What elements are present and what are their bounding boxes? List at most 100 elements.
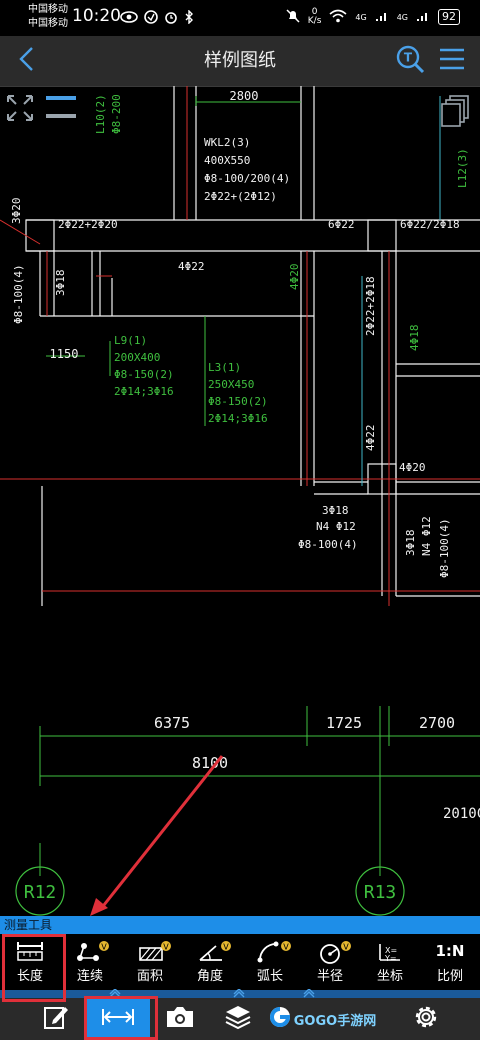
dim-1150: 1150 bbox=[50, 347, 79, 361]
layers-button[interactable] bbox=[214, 998, 262, 1040]
layer-toggle-icon[interactable] bbox=[46, 96, 76, 118]
edit-button[interactable] bbox=[32, 998, 80, 1040]
rebar-r9: 4Φ20 bbox=[399, 461, 426, 474]
clock: 10:20 bbox=[72, 6, 121, 26]
chevron-up-icon[interactable] bbox=[108, 984, 122, 1003]
tool-radius-label: 半径 bbox=[316, 969, 343, 984]
gear-icon bbox=[412, 1003, 440, 1035]
battery: 92 bbox=[438, 9, 460, 25]
layouts-icon[interactable] bbox=[441, 95, 469, 127]
rebar-r3: 6Φ22/2Φ18 bbox=[400, 218, 460, 231]
rebar-r15: L12(3) bbox=[456, 148, 469, 188]
svg-text:V: V bbox=[223, 943, 229, 952]
signal-2: 4G bbox=[396, 12, 408, 22]
camera-button[interactable] bbox=[156, 998, 204, 1040]
dim-2700: 2700 bbox=[419, 714, 455, 732]
tool-arc-length-label: 弧长 bbox=[256, 969, 283, 984]
tool-angle[interactable]: V 角度 bbox=[182, 934, 238, 990]
rebar-r2: 6Φ22 bbox=[328, 218, 355, 231]
edit-pencil-icon bbox=[43, 1004, 69, 1034]
axis-r12: R12 bbox=[24, 882, 57, 903]
svg-text:V: V bbox=[283, 943, 289, 952]
col-a-stirrup: Φ8-100(4) bbox=[298, 538, 358, 551]
tool-continuous[interactable]: V 连续 bbox=[62, 934, 118, 990]
dim-2010c: 2010C bbox=[443, 806, 480, 822]
measure-button[interactable] bbox=[86, 998, 150, 1040]
highlight-measure-button bbox=[84, 996, 158, 1040]
carrier-2: 中国移动 bbox=[28, 18, 68, 29]
scale-icon: 1:N bbox=[435, 942, 465, 960]
svg-text:X=: X= bbox=[385, 946, 397, 955]
bottom-toolbar: GOGO手游网 bbox=[0, 998, 480, 1040]
svg-text:V: V bbox=[163, 943, 169, 952]
rebar-r11: 3Φ20 bbox=[10, 198, 23, 225]
col-b-n4: N4 Φ12 bbox=[420, 516, 433, 556]
measure-toolbar: 长度 V 连续 V 面积 V 角度 V 弧长 V 半径 X=Y= 坐标 1:N … bbox=[0, 934, 480, 990]
pointer-arrow bbox=[90, 755, 224, 916]
settings-button[interactable] bbox=[402, 998, 450, 1040]
l9-bars: 2Φ14;3Φ16 bbox=[114, 385, 174, 398]
text-search-button[interactable]: T bbox=[392, 36, 428, 86]
status-bar: 中国移动 中国移动 10:20 0 K/s 4G 4G 92 bbox=[0, 0, 480, 36]
rebar-r14: Φ8-200 bbox=[110, 94, 123, 134]
tool-angle-label: 角度 bbox=[196, 969, 223, 984]
app-header: 样例图纸 T bbox=[0, 36, 480, 87]
tool-arc-length[interactable]: V 弧长 bbox=[242, 934, 298, 990]
chevron-up-icon[interactable] bbox=[302, 984, 316, 1003]
tool-coordinate[interactable]: X=Y= 坐标 bbox=[362, 934, 418, 990]
chevron-up-icon[interactable] bbox=[232, 984, 246, 1003]
signal-bars-2-icon bbox=[416, 10, 430, 25]
tool-area[interactable]: V 面积 bbox=[122, 934, 178, 990]
measure-length-icon bbox=[101, 1007, 135, 1031]
wkl2-size: 400X550 bbox=[204, 154, 250, 167]
tool-coordinate-label: 坐标 bbox=[376, 969, 403, 984]
tool-area-label: 面积 bbox=[136, 969, 163, 984]
menu-button[interactable] bbox=[432, 36, 472, 86]
app-notification-icon bbox=[144, 9, 158, 28]
rebar-r4: 4Φ22 bbox=[178, 260, 205, 273]
drawing-canvas[interactable]: 2800 1150 6375 1725 2700 8100 2010C WKL2… bbox=[0, 86, 480, 916]
measure-tools-header: 测量工具 bbox=[0, 916, 480, 934]
page-title: 样例图纸 bbox=[204, 50, 276, 71]
bluetooth-icon bbox=[184, 9, 194, 28]
bottom-strip bbox=[0, 988, 480, 998]
svg-text:Y=: Y= bbox=[384, 954, 397, 963]
tool-length[interactable]: 长度 bbox=[2, 934, 58, 990]
signal-bars-1-icon bbox=[375, 10, 389, 25]
tool-continuous-label: 连续 bbox=[76, 969, 103, 984]
l3-stirrup: Φ8-150(2) bbox=[208, 395, 268, 408]
rebar-r13: L10(2) bbox=[94, 94, 107, 134]
rebar-r1: 2Φ22+2Φ20 bbox=[58, 218, 118, 231]
rebar-r10: 3Φ18 bbox=[54, 270, 67, 297]
carrier-1: 中国移动 bbox=[28, 4, 68, 15]
l9-stirrup: Φ8-150(2) bbox=[114, 368, 174, 381]
gogo-logo-icon bbox=[268, 1005, 292, 1033]
l3-bars: 2Φ14;3Φ16 bbox=[208, 412, 268, 425]
highlight-length-tool bbox=[2, 934, 66, 1002]
back-button[interactable] bbox=[8, 36, 44, 86]
camera-icon bbox=[165, 1005, 195, 1033]
dim-1725: 1725 bbox=[326, 714, 362, 732]
fullscreen-icon[interactable] bbox=[4, 92, 36, 124]
tool-scale-label: 比例 bbox=[436, 969, 463, 984]
axis-r13: R13 bbox=[364, 882, 397, 903]
tool-scale[interactable]: 1:N 比例 bbox=[422, 934, 478, 990]
tool-length-label: 长度 bbox=[16, 969, 43, 984]
wkl2-bars: 2Φ22+(2Φ12) bbox=[204, 190, 277, 203]
col-b-bars: 3Φ18 bbox=[404, 530, 417, 557]
watermark-text: GOGO手游网 bbox=[293, 1013, 377, 1029]
rebar-r7: 4Φ18 bbox=[408, 325, 421, 352]
svg-text:V: V bbox=[343, 943, 349, 952]
rebar-r8: 4Φ22 bbox=[364, 425, 377, 452]
signal-1: 4G bbox=[355, 12, 367, 22]
wkl2-stirrup: Φ8-100/200(4) bbox=[204, 172, 290, 185]
l3-size: 250X450 bbox=[208, 378, 254, 391]
svg-text:T: T bbox=[404, 51, 413, 65]
rebar-r5: 4Φ20 bbox=[288, 264, 301, 291]
tool-radius[interactable]: V 半径 bbox=[302, 934, 358, 990]
col-a-n4: N4 Φ12 bbox=[316, 520, 356, 533]
rebar-r12: Φ8-100(4) bbox=[12, 264, 25, 324]
text-search-icon: T bbox=[395, 44, 425, 78]
net-speed: 0 K/s bbox=[307, 7, 322, 26]
col-a-bars: 3Φ18 bbox=[322, 504, 349, 517]
